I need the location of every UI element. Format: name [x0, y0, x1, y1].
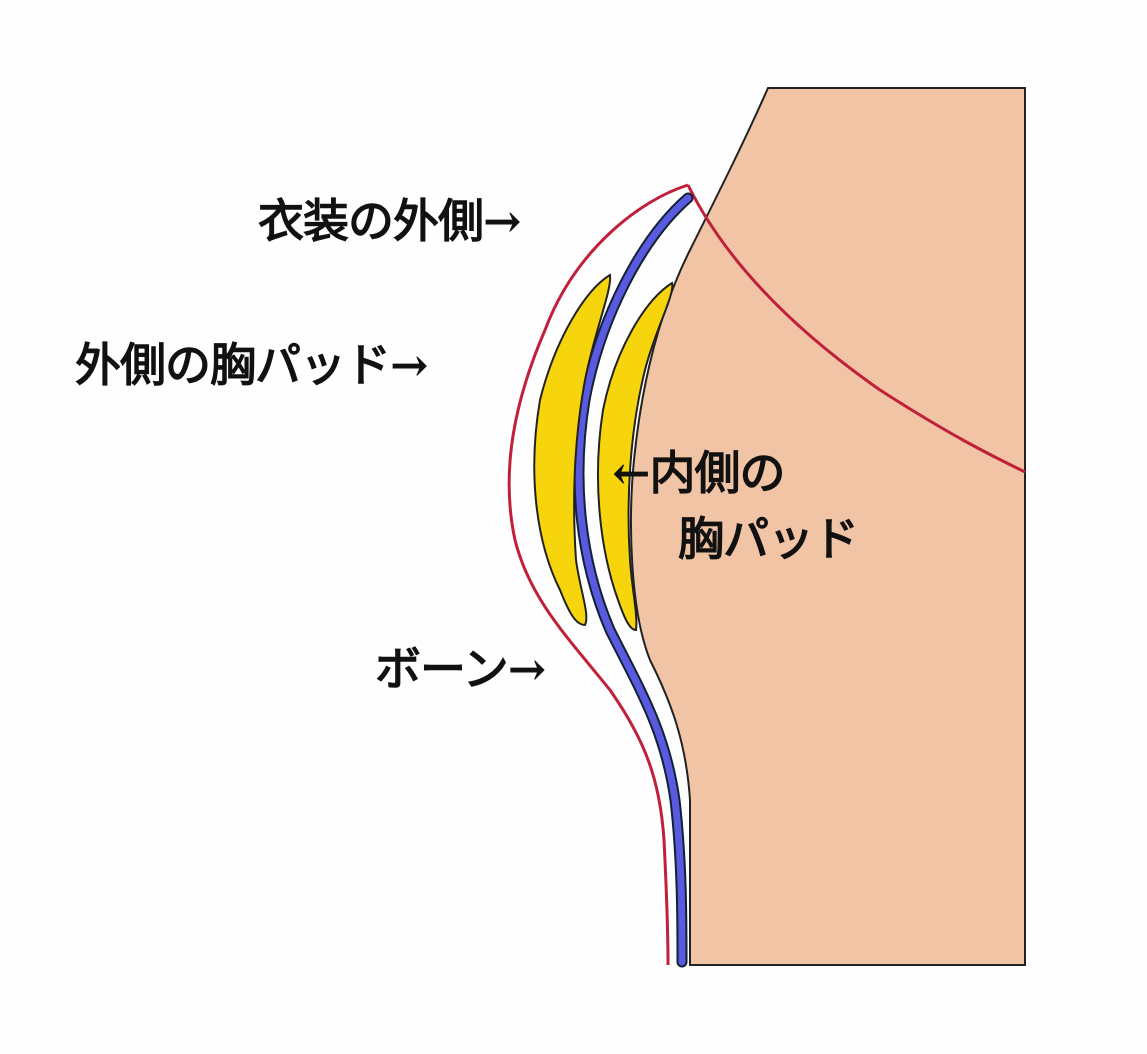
outer-chest-pad — [533, 273, 612, 627]
body-shape — [630, 87, 1026, 966]
costume-outline-front — [507, 183, 689, 966]
bone — [575, 194, 692, 966]
costume-outline-neckline — [686, 184, 1026, 474]
inner-chest-pad — [597, 281, 674, 632]
label-costume-outside: 衣装の外側→ — [258, 194, 522, 248]
label-inner-chest-pad-line2: 胸パッド — [678, 512, 859, 566]
label-inner-chest-pad-line1: ←内側の — [612, 446, 786, 500]
label-outer-chest-pad: 外側の胸パッド→ — [75, 338, 429, 392]
label-bone: ボーン→ — [375, 642, 546, 696]
